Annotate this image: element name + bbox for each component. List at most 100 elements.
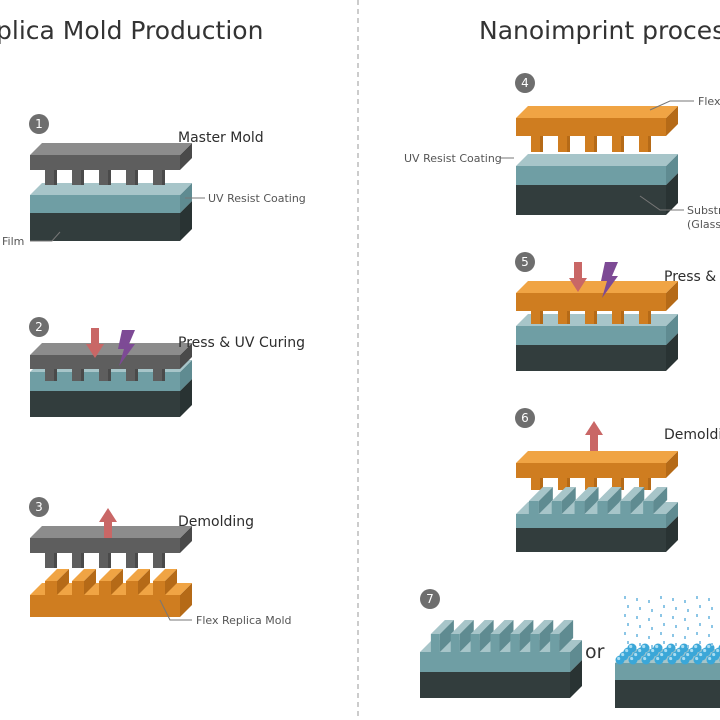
nanoparticle-spray-icon: [696, 614, 698, 617]
step7b-nanoparticle-highlight: [673, 652, 677, 657]
nanoparticle-spray-icon: [660, 632, 662, 635]
step5-resist-side: [666, 314, 678, 345]
step6-flex-replica-top: [516, 451, 678, 463]
nanoparticle-spray-icon: [696, 596, 698, 599]
step7b-nanoparticle-highlight: [686, 652, 690, 657]
step7b-nanoparticle-highlight: [629, 644, 633, 649]
right-panel-title: Nanoimprint process: [479, 16, 720, 45]
step-badge-1: 1: [29, 114, 49, 134]
nanoparticle-spray-icon: [699, 605, 701, 608]
step3-flex-replica-ridge-side: [138, 569, 150, 595]
step7b-nanoparticle-highlight: [655, 644, 659, 649]
step7b-nanoparticle-highlight: [695, 656, 699, 661]
step6-resist-ridge-front: [643, 501, 654, 514]
step7a-resist-ridge-top: [530, 620, 554, 634]
step6-resist-front: [516, 514, 666, 528]
step3-flex-replica-ridge-side: [57, 569, 69, 595]
callout-substrate-line1: Substr: [687, 204, 720, 217]
nanoparticle-spray-icon: [687, 627, 689, 630]
nanoparticle-spray-icon: [624, 596, 626, 599]
nanoparticle-spray-icon: [660, 596, 662, 599]
step7a-resist-front: [420, 652, 570, 672]
callout-substrate: Substr (Glass,: [687, 204, 720, 232]
step1-resist-top: [30, 183, 192, 195]
step5-press-down-arrow-icon: [569, 262, 587, 292]
step2-resist-front: [30, 372, 180, 391]
step7b-nanoparticle-highlight: [647, 652, 651, 657]
step3-flex-replica-ridge-side: [111, 569, 123, 595]
step7a-substrate-side: [570, 660, 582, 698]
step4-flex-replica-side: [666, 106, 678, 136]
step7b-nanoparticle: [705, 643, 715, 653]
step7b-resist-front: [615, 663, 720, 680]
step-label-demolding-right: Demoldi: [664, 427, 720, 443]
step5-flex-replica-tooth-shade: [648, 311, 651, 324]
step6-flex-replica-tooth-shade: [540, 478, 543, 490]
step7b-nanoparticle-highlight: [694, 644, 698, 649]
step5-flex-replica-tooth-shade: [594, 311, 597, 324]
step4-flex-replica-tooth-shade: [621, 136, 624, 152]
step6-flex-replica-front: [516, 463, 666, 478]
step5-flex-replica-top: [516, 281, 678, 293]
step2-master-mold-tooth-shade: [108, 369, 111, 381]
step7b-nanoparticle: [653, 643, 663, 653]
nanoparticle-spray-icon: [636, 598, 638, 601]
step6-lift-up-arrow-icon: [585, 421, 603, 451]
nanoparticle-spray-icon: [711, 643, 713, 646]
step2-master-mold-front: [30, 355, 180, 369]
nanoparticle-spray-icon: [651, 627, 653, 630]
step4-flex-replica-tooth-shade: [594, 136, 597, 152]
step1-master-mold-top: [30, 143, 192, 155]
nanoparticle-spray-icon: [624, 632, 626, 635]
step7a-resist-ridge-top: [430, 620, 454, 634]
step3-master-mold-tooth-shade: [54, 553, 57, 568]
step7b-nanoparticle-highlight: [621, 652, 625, 657]
step7a-resist-ridge-side: [539, 620, 554, 652]
nanoparticle-spray-icon: [687, 645, 689, 648]
step6-resist-ridge-top: [643, 487, 668, 501]
nanoparticle-spray-icon: [711, 625, 713, 628]
step7b-nanoparticle-highlight: [634, 652, 638, 657]
step7b-nanoparticle-highlight: [708, 656, 712, 661]
step7b-nanoparticle-highlight: [664, 648, 668, 653]
step7a-resist-ridge-top: [510, 620, 534, 634]
step4-flex-replica-top: [516, 106, 678, 118]
step3-flex-replica-ridge-front: [45, 581, 57, 595]
step7a-resist-ridge-front: [550, 634, 560, 652]
step7a-resist-ridge-side: [439, 620, 454, 652]
step-label-demolding: Demolding: [178, 514, 255, 530]
step7b-nanoparticle: [640, 643, 650, 653]
nanoparticle-spray-icon: [663, 605, 665, 608]
step6-resist-ridge-front: [528, 501, 539, 514]
leader-substrate: [639, 195, 684, 211]
step-badge-4: 4: [515, 73, 535, 93]
step6-resist-ridge-top: [528, 487, 553, 501]
step7b-nanoparticle-highlight: [656, 656, 660, 661]
step5-flex-replica-front: [516, 293, 666, 311]
step6-resist-ridge-top: [597, 487, 622, 501]
nanoparticle-spray-icon: [672, 634, 674, 637]
step5-resist-front: [516, 326, 666, 345]
step7a-resist-ridge-side: [499, 620, 514, 652]
step3-flex-replica-ridge-front: [126, 581, 138, 595]
step-label-master-mold: Master Mold: [178, 130, 264, 146]
nanoparticle-spray-icon: [699, 641, 701, 644]
step7b-nanoparticle-highlight: [681, 644, 685, 649]
step4-resist-side: [666, 154, 678, 185]
callout-flex-replica-mold: Flex Replica Mold: [196, 614, 292, 627]
step3-flex-replica-ridge-top: [45, 569, 69, 581]
step3-flex-replica-ridge-top: [72, 569, 96, 581]
step-badge-2: 2: [29, 317, 49, 337]
nanoparticle-spray-icon: [636, 616, 638, 619]
step7b-nanoparticle-highlight: [669, 656, 673, 661]
step2-master-mold-tooth-shade: [135, 369, 138, 381]
step2-film-side: [180, 379, 192, 417]
nanoparticle-spray-icon: [684, 618, 686, 621]
step6-flex-replica-tooth-shade: [621, 478, 624, 490]
step2-master-mold-tooth-shade: [162, 369, 165, 381]
step5-uv-lightning-icon: [601, 262, 618, 298]
step3-flex-replica-ridge-front: [99, 581, 111, 595]
step7b-nanoparticle-highlight: [651, 648, 655, 653]
step1-master-mold-tooth-shade: [135, 170, 138, 185]
